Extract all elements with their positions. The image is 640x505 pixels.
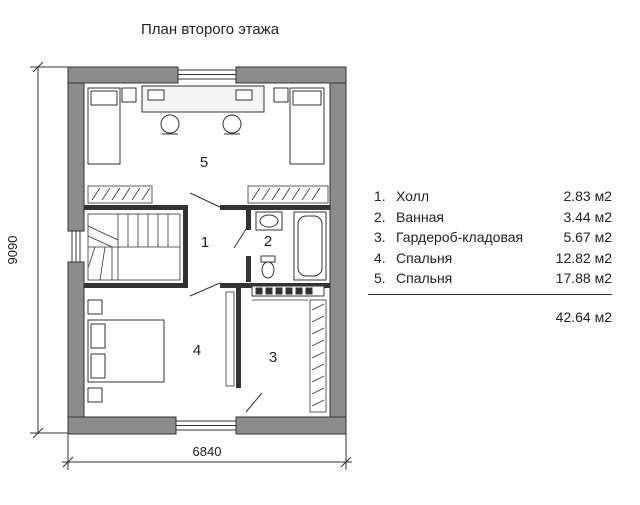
- chair-icon: [160, 114, 242, 135]
- bed-right-icon: [289, 87, 325, 165]
- sink-icon: [255, 211, 283, 231]
- room-schedule-number: 1.: [374, 188, 386, 204]
- room-schedule-name: Гардероб-кладовая: [396, 229, 524, 246]
- room-schedule-area: 12.82 м2: [555, 249, 612, 266]
- room-schedule-area: 17.88 м2: [555, 270, 612, 287]
- bathtub-icon: [293, 211, 327, 281]
- room-schedule: 1. Холл 2.83 м2 2. Ванная 3.44 м2 3. Гар…: [368, 186, 612, 289]
- closet-icon: [225, 291, 327, 413]
- room-schedule-area: 3.44 м2: [563, 208, 612, 225]
- room-schedule-name: Холл: [396, 188, 429, 204]
- room-schedule-name: Ванная: [396, 208, 444, 225]
- room-schedule-number: 4.: [374, 249, 386, 266]
- desk-icon: [141, 85, 265, 113]
- room-schedule-row: 3. Гардероб-кладовая 5.67 м2: [368, 227, 612, 248]
- door-swings: [189, 192, 263, 413]
- shelf-icon: [251, 285, 325, 297]
- room-number-5: 5: [200, 154, 208, 171]
- room-schedule-row: 5. Спальня 17.88 м2: [368, 268, 612, 289]
- bed-left-icon: [87, 87, 121, 165]
- width-dimension: [62, 434, 352, 470]
- room-schedule-number: 2.: [374, 208, 386, 225]
- height-dimension-label: 9090: [5, 236, 20, 265]
- outer-walls: [67, 66, 347, 435]
- toilet-icon: [260, 255, 276, 279]
- room-number-4: 4: [193, 342, 201, 359]
- room-schedule-row: 2. Ванная 3.44 м2: [368, 207, 612, 228]
- room-schedule-number: 3.: [374, 229, 386, 246]
- double-bed-icon: [87, 319, 165, 383]
- wardrobe-icon: [87, 185, 329, 204]
- windows: [71, 69, 237, 431]
- room-schedule-area: 2.83 м2: [563, 188, 612, 204]
- room-schedule-area: 5.67 м2: [563, 229, 612, 246]
- total-area: 42.64 м2: [555, 309, 612, 325]
- plan-title: План второго этажа: [140, 21, 280, 38]
- stairs: [87, 213, 181, 281]
- room-number-2: 2: [264, 233, 272, 250]
- width-dimension-label: 6840: [193, 444, 222, 459]
- room-number-3: 3: [269, 349, 277, 366]
- room-schedule-row: 1. Холл 2.83 м2: [368, 186, 612, 207]
- nightstand-icon: [87, 299, 103, 403]
- room-schedule-name: Спальня: [396, 270, 453, 287]
- room-schedule-divider: [368, 294, 612, 295]
- room-schedule-name: Спальня: [396, 249, 453, 266]
- room-schedule-number: 5.: [374, 270, 386, 287]
- nightstand-icon: [121, 87, 289, 103]
- height-dimension: [30, 61, 68, 439]
- room-schedule-row: 4. Спальня 12.82 м2: [368, 248, 612, 269]
- room-number-1: 1: [201, 234, 209, 251]
